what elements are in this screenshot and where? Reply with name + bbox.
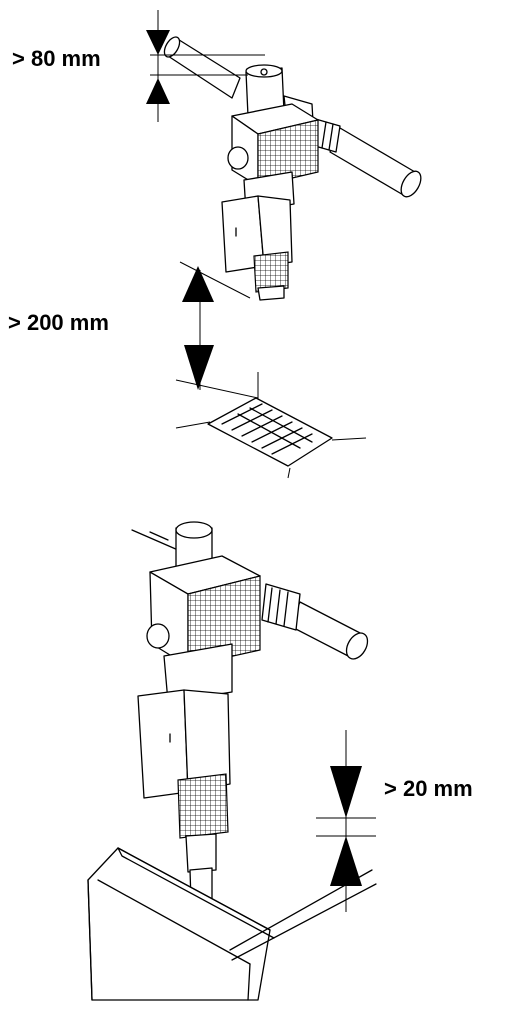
collecting-tray (87, 847, 377, 1001)
dimension-top (146, 10, 265, 122)
dimension-bottom (316, 730, 376, 912)
drain-grate (175, 372, 367, 479)
clearance-label-bottom: > 20 mm (384, 776, 473, 801)
valve-assembly-top (163, 36, 422, 301)
dimension-middle (175, 261, 259, 399)
valve-assembly-bottom (131, 521, 369, 936)
clearance-label-middle: > 200 mm (8, 310, 109, 335)
clearance-label-top: > 80 mm (12, 46, 101, 71)
